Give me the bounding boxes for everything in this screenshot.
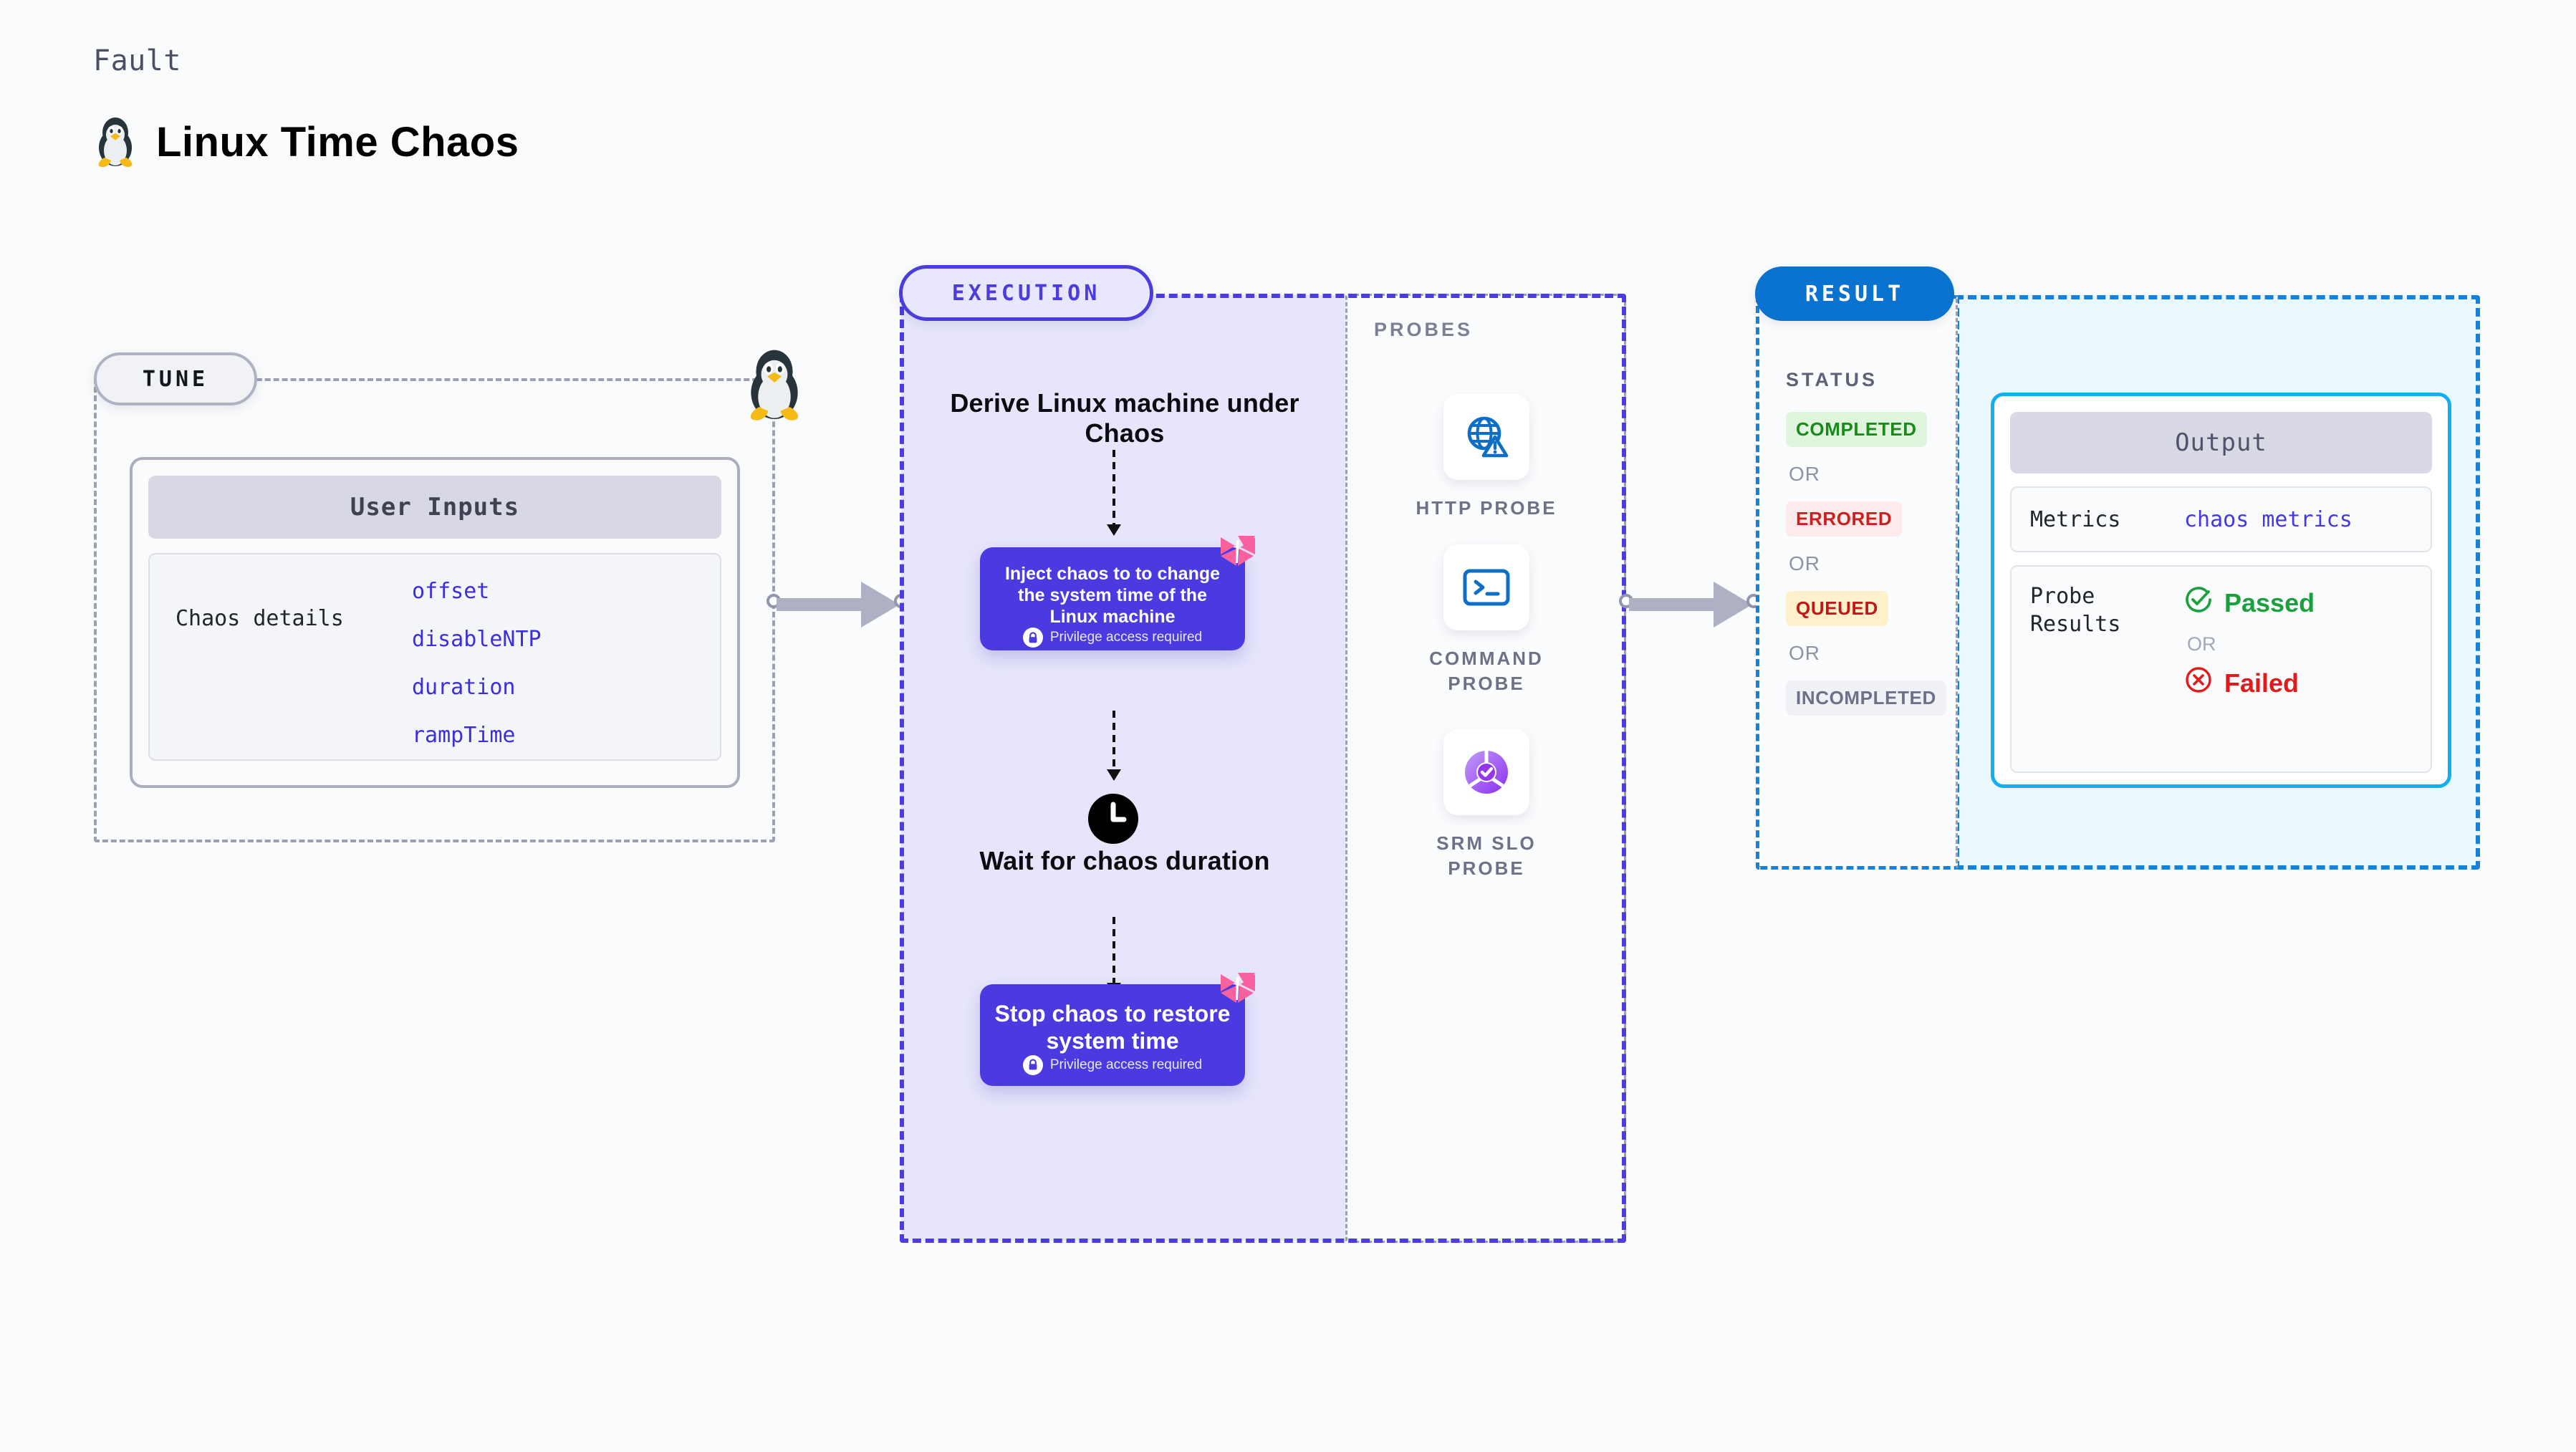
probe-item-http[interactable]: HTTP PROBE xyxy=(1404,394,1569,521)
connector-tune-to-execution xyxy=(766,582,910,628)
probes-heading: PROBES xyxy=(1374,319,1474,340)
status-badge-incompleted: INCOMPLETED xyxy=(1786,681,1946,716)
probe-result-or: OR xyxy=(2187,633,2216,655)
execution-card-1-text: Inject chaos to to change the system tim… xyxy=(1004,564,1221,627)
execution-card-2-text: Stop chaos to restore system time xyxy=(994,1001,1231,1054)
probe-result-failed: Failed xyxy=(2184,665,2315,701)
execution-wait-step-title: Wait for chaos duration xyxy=(979,846,1270,875)
user-inputs-header: User Inputs xyxy=(148,476,721,539)
metrics-value[interactable]: chaos metrics xyxy=(2184,506,2352,532)
connector-line xyxy=(1629,598,1724,611)
execution-pill-label: EXECUTION xyxy=(899,265,1153,321)
output-header: Output xyxy=(2010,412,2432,473)
status-or-2: OR xyxy=(1789,552,1820,574)
privilege-note-row-1: Privilege access required xyxy=(1022,628,1203,648)
status-badge-queued: QUEUED xyxy=(1786,591,1888,626)
status-badge-list: COMPLETED OR ERRORED OR QUEUED OR INCOMP… xyxy=(1786,412,1951,716)
connector-arrowhead xyxy=(861,582,900,628)
terminal-prompt-icon xyxy=(1443,544,1529,630)
check-circle-icon xyxy=(2184,585,2213,620)
privilege-note-1: Privilege access required xyxy=(1049,630,1203,645)
connector-line xyxy=(777,598,871,611)
slo-gauge-check-icon xyxy=(1443,729,1529,815)
user-inputs-card: User Inputs Chaos details offset disable… xyxy=(130,457,740,788)
clock-icon xyxy=(1087,792,1140,845)
tux-penguin-icon xyxy=(93,113,138,170)
param-ramptime[interactable]: rampTime xyxy=(412,723,516,748)
status-or-3: OR xyxy=(1789,642,1820,664)
privilege-note-2: Privilege access required xyxy=(1049,1057,1203,1072)
probe-results-label: Probe Results xyxy=(2030,584,2121,637)
probe-caption-http: HTTP PROBE xyxy=(1416,497,1557,519)
probe-caption-srm-slo: SRM SLO PROBE xyxy=(1436,832,1537,880)
result-pill-label: RESULT xyxy=(1755,266,1954,321)
privilege-note-row-2: Privilege access required xyxy=(1022,1054,1203,1075)
lock-icon xyxy=(1022,1054,1043,1075)
flow-arrow-3 xyxy=(1107,917,1121,994)
connector-arrowhead xyxy=(1714,582,1752,628)
page-title: Linux Time Chaos xyxy=(156,118,519,165)
tune-region xyxy=(94,378,775,842)
execution-region xyxy=(900,294,1626,1243)
tune-pill-label: TUNE xyxy=(94,352,257,405)
output-metrics-row: Metrics chaos metrics xyxy=(2010,486,2432,552)
lock-icon xyxy=(1022,628,1043,648)
probe-result-passed: Passed xyxy=(2184,585,2315,620)
status-heading: STATUS xyxy=(1786,369,1878,390)
output-card: Output Metrics chaos metrics Probe Resul… xyxy=(1991,393,2451,788)
output-probe-results-row: Probe Results Passed OR xyxy=(2010,565,2432,773)
chaos-pinwheel-icon xyxy=(1219,534,1256,569)
status-badge-completed: COMPLETED xyxy=(1786,412,1927,447)
metrics-label: Metrics xyxy=(2030,506,2121,532)
chaos-pinwheel-icon xyxy=(1219,971,1256,1006)
chaos-params-list: offset disableNTP duration rampTime xyxy=(412,579,542,748)
flow-arrow-1 xyxy=(1107,450,1121,536)
chaos-details-label: Chaos details xyxy=(176,606,344,631)
param-offset[interactable]: offset xyxy=(412,579,490,604)
user-inputs-body: Chaos details offset disableNTP duration… xyxy=(148,553,721,761)
param-disablentp[interactable]: disableNTP xyxy=(412,627,542,652)
fault-title-row: Linux Time Chaos xyxy=(93,113,519,170)
globe-warning-icon xyxy=(1443,394,1529,480)
probe-results-values: Passed OR Failed xyxy=(2184,582,2315,756)
execution-card-stop-chaos: Stop chaos to restore system time Privil… xyxy=(980,973,1255,1086)
probe-caption-command: COMMAND PROBE xyxy=(1429,648,1544,695)
status-region xyxy=(1756,295,1958,870)
tux-penguin-icon xyxy=(743,344,806,421)
connector-execution-to-result xyxy=(1619,582,1762,628)
param-duration[interactable]: duration xyxy=(412,675,516,700)
status-or-1: OR xyxy=(1789,463,1820,485)
probe-item-command[interactable]: COMMAND PROBE xyxy=(1404,544,1569,696)
x-circle-icon xyxy=(2184,665,2213,701)
passed-label: Passed xyxy=(2224,587,2315,617)
flow-arrow-2 xyxy=(1107,711,1121,781)
probe-item-srm-slo[interactable]: SRM SLO PROBE xyxy=(1404,729,1569,881)
status-badge-errored: ERRORED xyxy=(1786,501,1903,537)
execution-step-1-title: Derive Linux machine under Chaos xyxy=(950,388,1299,448)
fault-eyebrow-label: Fault xyxy=(93,44,181,77)
execution-card-inject-chaos: Inject chaos to to change the system tim… xyxy=(980,536,1255,650)
failed-label: Failed xyxy=(2224,668,2299,698)
